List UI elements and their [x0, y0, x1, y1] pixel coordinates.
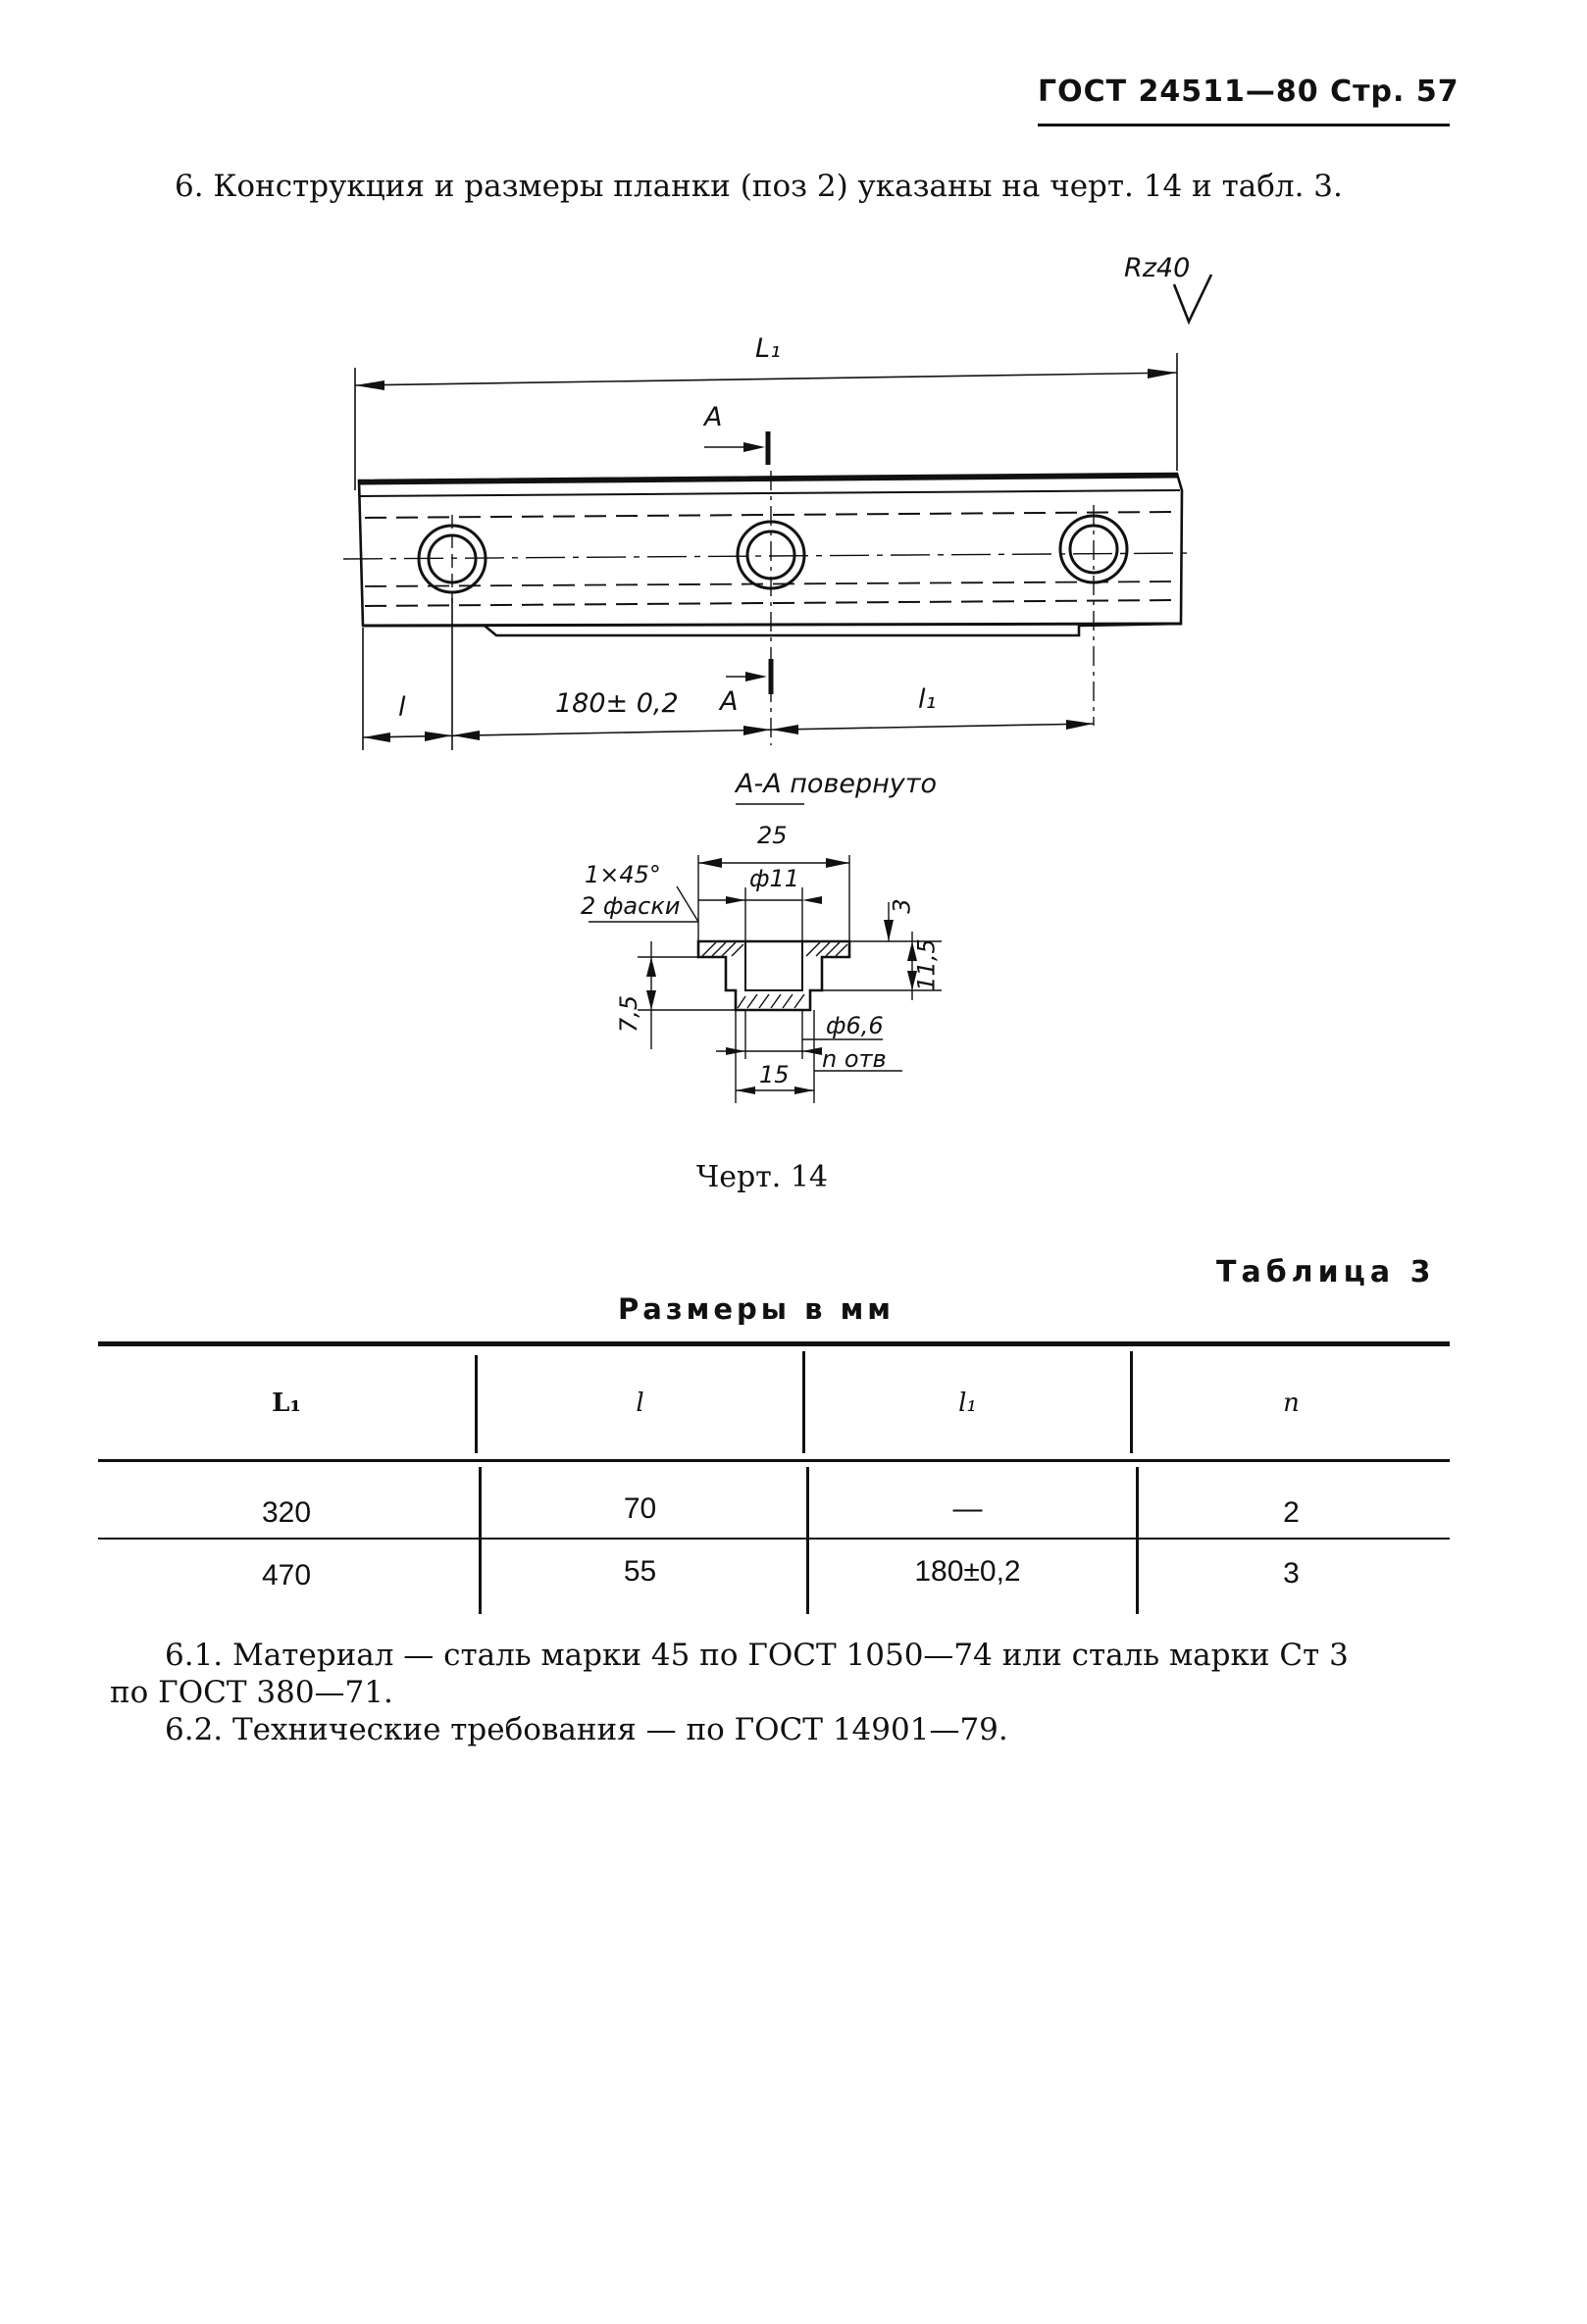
dim-l1: l₁: [918, 684, 937, 715]
table-cell: 470: [261, 1559, 312, 1591]
table-subtitle: Размеры в мм: [618, 1292, 895, 1326]
table-cell: 55: [623, 1555, 657, 1588]
sec-dim-15: 15: [759, 1061, 790, 1088]
table-col-divider-1: [475, 1355, 478, 1453]
table-cell: 3: [1283, 1557, 1300, 1590]
table-col-divider-3: [1130, 1351, 1133, 1453]
table-body-divider-3: [1136, 1467, 1139, 1614]
table-body-divider-1: [479, 1467, 482, 1614]
table-cell: —: [952, 1492, 983, 1525]
sec-holes-label: n отв: [822, 1045, 887, 1073]
intro-paragraph: 6. Конструкция и размеры планки (поз 2) …: [175, 169, 1343, 204]
dim-180: 180± 0,2: [555, 688, 679, 719]
sec-dim-7-5: 7,5: [615, 994, 643, 1034]
table-cell: 320: [261, 1496, 312, 1529]
sec-dim-3: 3: [888, 898, 916, 914]
table-col-divider-2: [802, 1351, 805, 1453]
table-header-l: l: [636, 1389, 644, 1418]
section-mark-top: A: [704, 402, 723, 432]
table-body-divider-2: [806, 1467, 809, 1614]
page-header: ГОСТ 24511—80 Стр. 57: [1038, 75, 1459, 109]
table-top-rule: [98, 1341, 1450, 1346]
plank-drawing: [342, 274, 1213, 1103]
table-header-n: n: [1283, 1389, 1300, 1418]
section-mark-bottom: A: [720, 686, 739, 717]
sec-dim-d11: ф11: [749, 865, 800, 892]
table-label: Таблица 3: [1216, 1255, 1436, 1289]
table-header-L1: L₁: [272, 1389, 301, 1418]
dim-l: l: [398, 692, 406, 723]
figure-caption: Черт. 14: [696, 1160, 828, 1194]
sec-chamfer-label-1: 1×45°: [585, 861, 661, 888]
sec-dim-11-5: 11,5: [912, 938, 941, 991]
table-header-l1: l₁: [958, 1389, 977, 1418]
header-rule: [1038, 124, 1450, 126]
section-title: А-А повернуто: [736, 769, 937, 799]
sec-dim-25: 25: [757, 822, 788, 849]
table-cell: 70: [623, 1492, 657, 1525]
sec-dim-d6-6: ф6,6: [826, 1012, 884, 1039]
note-requirements: 6.2. Технические требования — по ГОСТ 14…: [165, 1712, 1008, 1747]
table-cell: 180±0,2: [914, 1555, 1021, 1588]
note-material-line1: 6.1. Материал — сталь марки 45 по ГОСТ 1…: [165, 1638, 1349, 1673]
note-material-line2: по ГОСТ 380—71.: [110, 1675, 393, 1710]
table-cell: 2: [1283, 1496, 1300, 1529]
dim-L1-overall: L₁: [755, 333, 781, 364]
table-header-rule: [98, 1459, 1450, 1462]
table-row-divider: [98, 1538, 1450, 1540]
roughness-label: Rz40: [1124, 253, 1191, 283]
sec-chamfer-label-2: 2 фаски: [581, 892, 681, 920]
